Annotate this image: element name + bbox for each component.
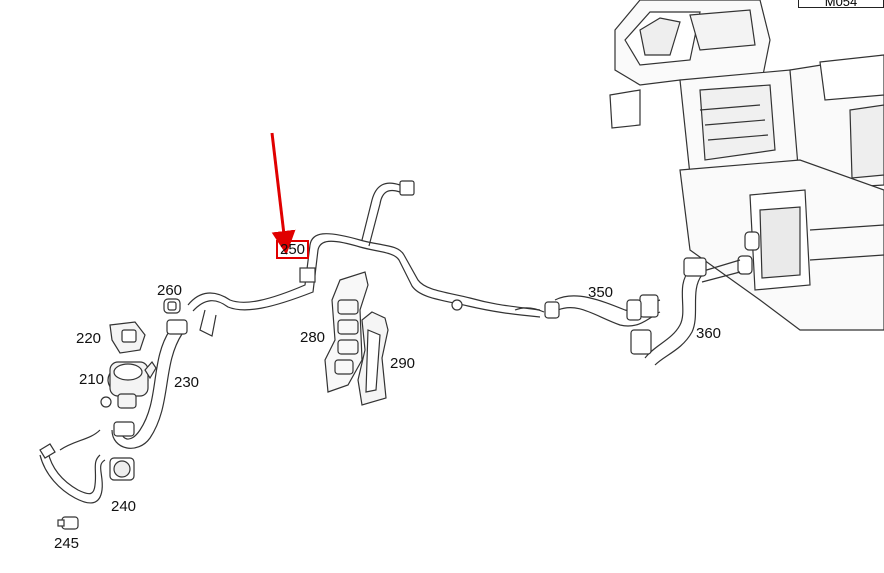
valve-220-drawing (109, 321, 146, 354)
coolant-pipe-250-drawing (187, 180, 545, 337)
bracket-280-drawing (324, 271, 369, 393)
cover-290-drawing (357, 311, 389, 406)
callout-350: 350 (588, 284, 614, 301)
coolant-hose-230-drawing (111, 319, 188, 449)
callout-290: 290 (390, 355, 416, 372)
callout-280: 280 (300, 329, 326, 346)
water-pump-210-drawing (100, 361, 157, 409)
callout-360: 360 (696, 325, 722, 342)
callout-245: 245 (54, 535, 80, 552)
coolant-hose-360-drawing (630, 257, 741, 366)
clip-245-drawing (57, 516, 79, 530)
coolant-hose-240-drawing (39, 429, 135, 504)
callout-260: 260 (157, 282, 183, 299)
clamp-260-drawing (163, 298, 181, 314)
callout-250: 250 (276, 240, 310, 259)
callout-220: 220 (76, 330, 102, 347)
callout-230: 230 (174, 374, 200, 391)
coolant-hose-350-drawing (544, 294, 661, 327)
callout-210: 210 (79, 371, 105, 388)
diagram-group-label: M054 (798, 0, 884, 8)
callout-240: 240 (111, 498, 137, 515)
highlight-arrow (270, 132, 296, 255)
hvac-housing-drawing (609, 0, 884, 331)
